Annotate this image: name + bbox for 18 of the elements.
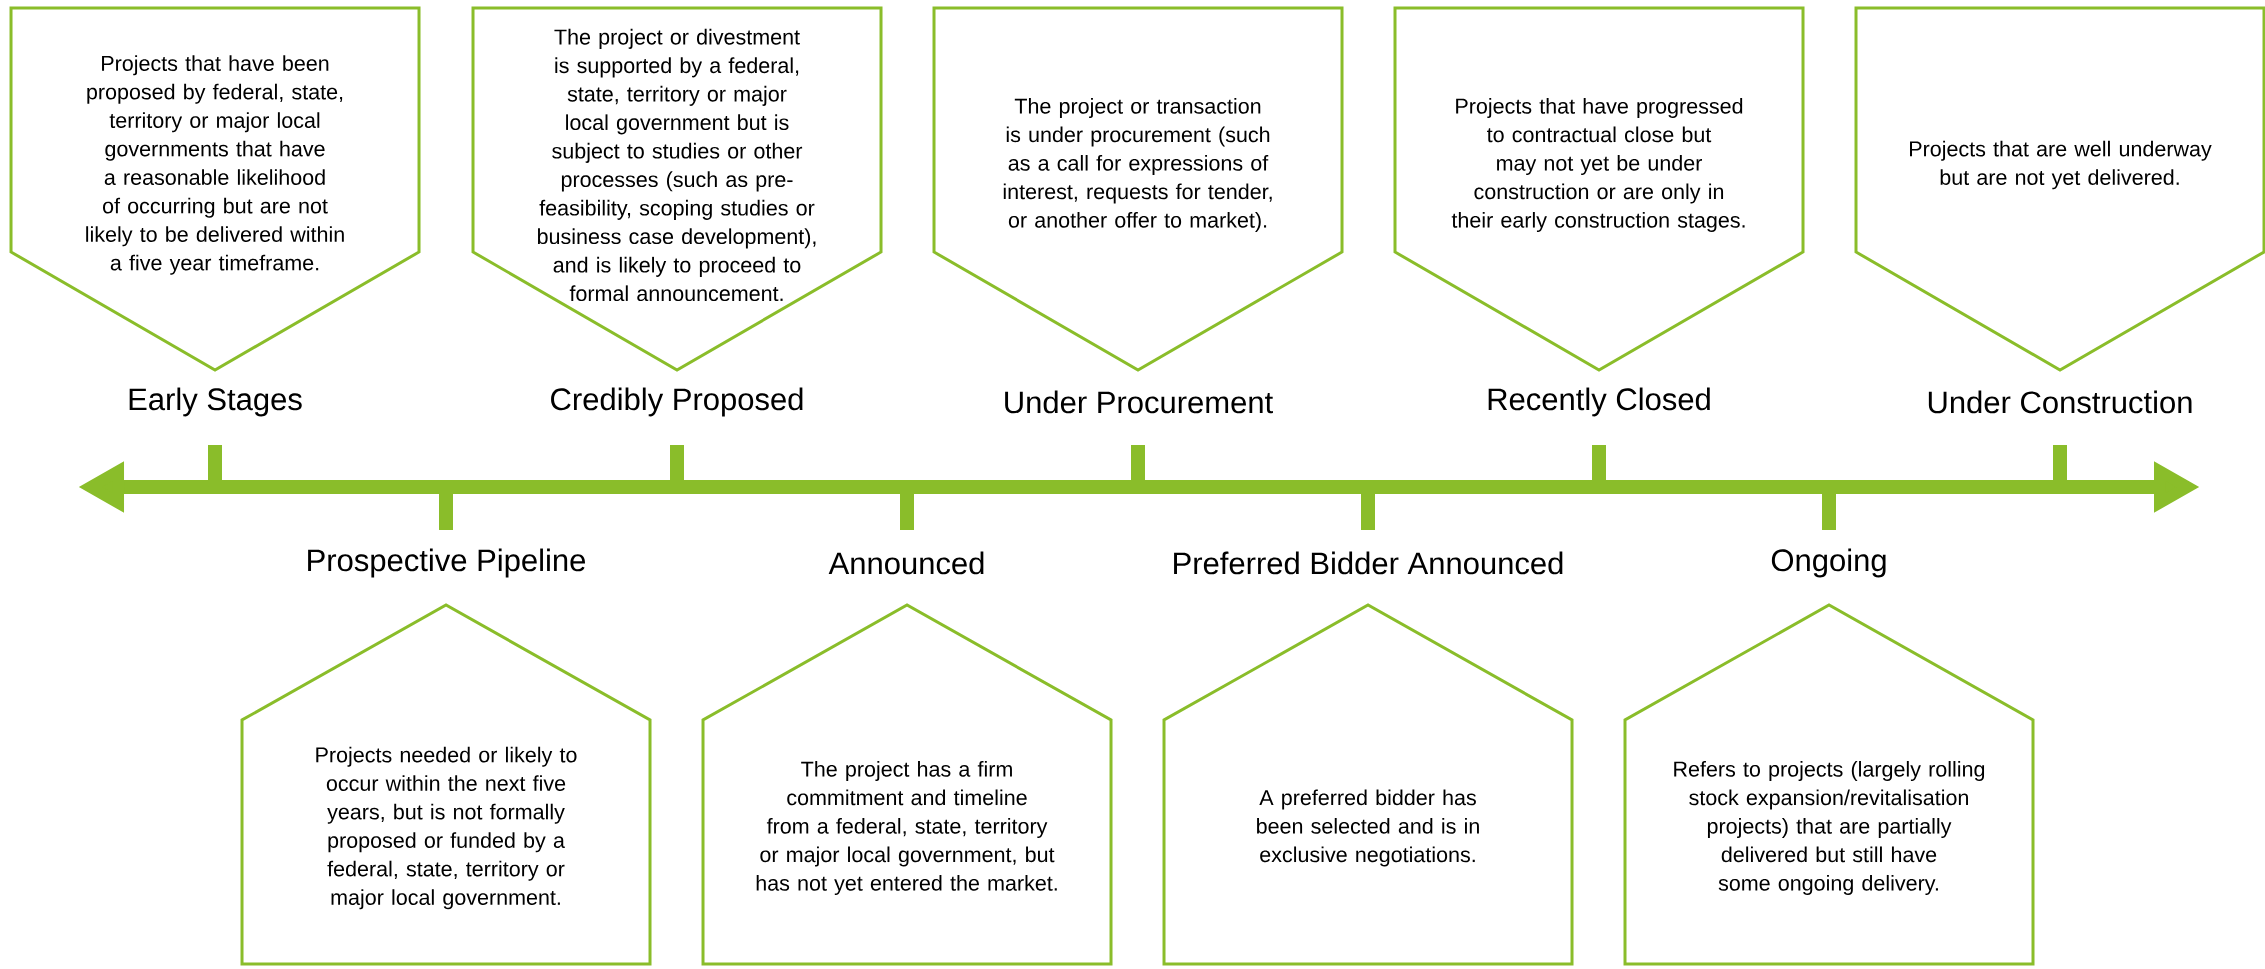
stage-title: Preferred Bidder Announced	[1174, 551, 1563, 575]
stage-title: Ongoing	[1771, 548, 1886, 578]
stage-callout: The project or divestment is supported by a federal, state, territory or major local government but is subject to studies or other processes (such as pre-feasibility, scoping studies or business case development), and is likely to proceed to formal announcement.	[471, 6, 883, 372]
stage-title: Recently Closed	[1488, 387, 1710, 417]
stage-callout: The project or transaction is under procurement (such as a call for expressions of interest, requests for tender, or another offer to market).	[932, 6, 1344, 372]
stage-callout: Projects that have been proposed by federal, state, territory or major local governments that have a reasonable likelihood of occurring but are not likely to be delivered within a five year timeframe.	[9, 6, 421, 372]
stage-title: Credibly Proposed	[551, 387, 803, 417]
stage-callout: A preferred bidder has been selected and is in exclusive negotiations.	[1162, 603, 1574, 966]
stage-title: Under Construction	[1928, 390, 2192, 414]
stage-title: Prospective Pipeline	[308, 548, 585, 578]
stage-callout: Projects that are well underway but are not yet delivered.	[1854, 6, 2265, 372]
stage-title: Early Stages	[129, 387, 302, 417]
stage-callout: Projects that have progressed to contractual close but may not yet be under construction or are only in their early construction stages.	[1393, 6, 1805, 372]
stage-callout: Projects needed or likely to occur within the next five years, but is not formally proposed or funded by a federal, state, territory or major local government.	[240, 603, 652, 966]
stage-title: Under Procurement	[1005, 390, 1273, 414]
stage-callout: Refers to projects (largely rolling stock expansion/revitalisation projects) that are partially delivered but still have some ongoing delivery.	[1623, 603, 2035, 966]
stage-title: Announced	[828, 551, 984, 575]
stage-callout: The project has a firm commitment and timeline from a federal, state, territory or major local government, but has not yet entered the market.	[701, 603, 1113, 966]
